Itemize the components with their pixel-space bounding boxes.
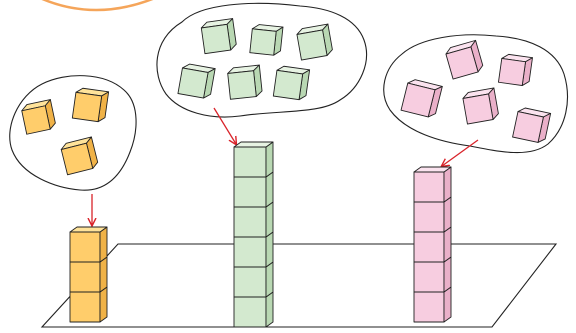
- ground-plane: [40, 243, 558, 328]
- yellow-tower: [69, 226, 108, 323]
- cube-icon: [249, 24, 284, 56]
- green-tower: [233, 141, 274, 328]
- stacked-cube: [233, 261, 274, 298]
- cube-icon: [296, 23, 333, 61]
- stacked-cube: [69, 286, 108, 323]
- banner-edge: [41, 0, 154, 12]
- arrow-down-icon: [442, 139, 479, 166]
- green-group-cloud: [156, 2, 368, 118]
- stacked-cube: [413, 166, 452, 203]
- cube-icon: [177, 63, 216, 99]
- cube-icon: [445, 39, 484, 80]
- stacked-cube: [233, 171, 274, 208]
- cube-icon: [400, 79, 443, 118]
- cube-icon: [272, 65, 311, 101]
- stacked-cube: [413, 226, 452, 263]
- cube-icon: [462, 87, 499, 125]
- cube-icon: [21, 99, 56, 135]
- stacked-cube: [233, 201, 274, 238]
- stacked-cube: [233, 231, 274, 268]
- stacked-cube: [413, 286, 452, 323]
- stacked-cube: [233, 291, 274, 328]
- cube-icon: [60, 136, 99, 176]
- cube-icon: [227, 64, 263, 100]
- cube-icon: [497, 53, 533, 87]
- cube-icon: [200, 18, 237, 55]
- arrow-down-icon: [213, 107, 236, 144]
- cube-icon: [512, 107, 552, 143]
- cube-icon: [71, 87, 110, 123]
- pink-tower: [413, 166, 452, 323]
